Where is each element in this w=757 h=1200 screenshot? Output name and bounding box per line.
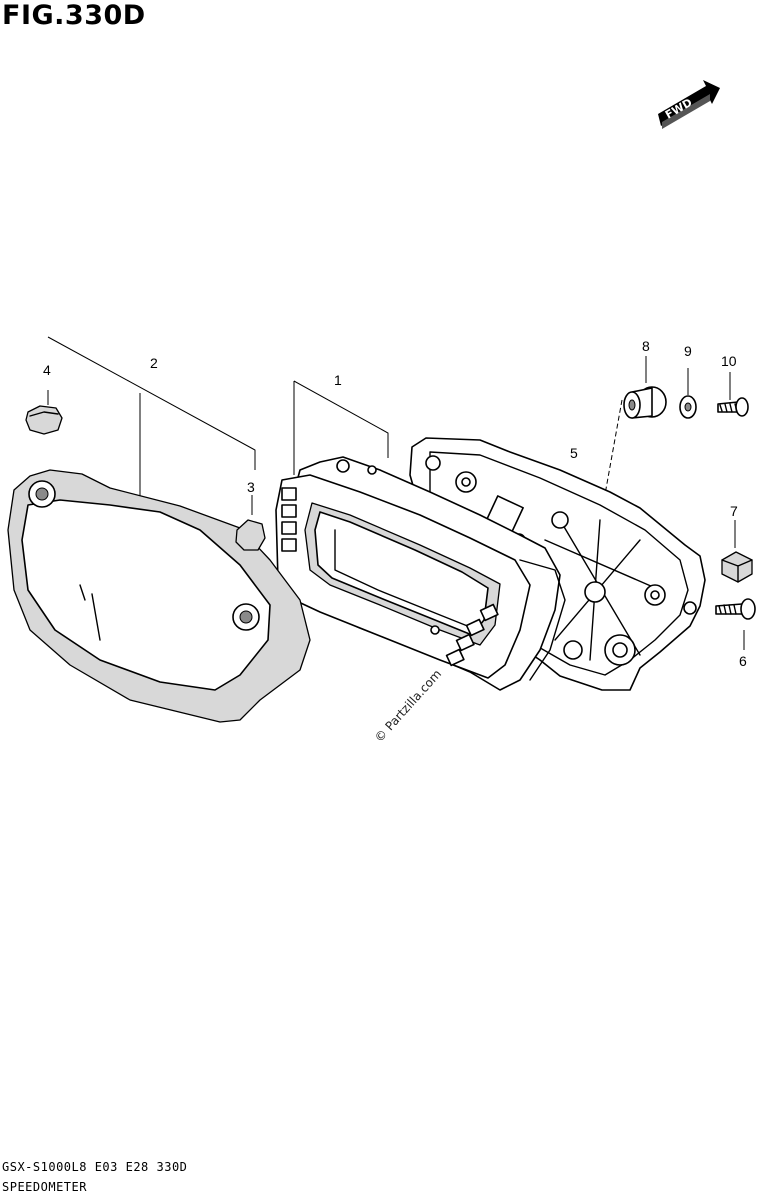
meter-cover [7, 469, 311, 723]
figure-title: FIG.330D [2, 0, 146, 31]
callout-1: 1 [334, 372, 342, 388]
cap-part-4 [25, 405, 63, 435]
grommet-part-3 [235, 519, 266, 551]
callout-labels: 1 2 3 4 5 6 7 8 9 10 [43, 338, 747, 669]
footer-part-name: SPEEDOMETER [2, 1180, 87, 1194]
button-column-left [281, 487, 297, 552]
washer-part-9 [679, 395, 697, 419]
callout-6: 6 [739, 653, 747, 669]
callout-5: 5 [570, 445, 578, 461]
callout-10: 10 [721, 353, 737, 369]
meter-assembly [275, 456, 566, 691]
fwd-arrow-icon: FWD [658, 80, 720, 129]
callout-7: 7 [730, 503, 738, 519]
watermark: © Partzilla.com [372, 667, 444, 745]
leader-lines [47, 336, 745, 650]
callout-2: 2 [150, 355, 158, 371]
callout-9: 9 [684, 343, 692, 359]
button-row-right [445, 603, 499, 667]
footer-model-code: GSX-S1000L8 E03 E28 330D [2, 1160, 188, 1174]
screw-part-10 [717, 397, 749, 417]
callout-3: 3 [247, 479, 255, 495]
clip-nut-part-7 [721, 551, 753, 583]
cushion-part-8 [623, 386, 667, 419]
screw-part-6 [715, 598, 756, 620]
callout-8: 8 [642, 338, 650, 354]
callout-4: 4 [43, 362, 51, 378]
